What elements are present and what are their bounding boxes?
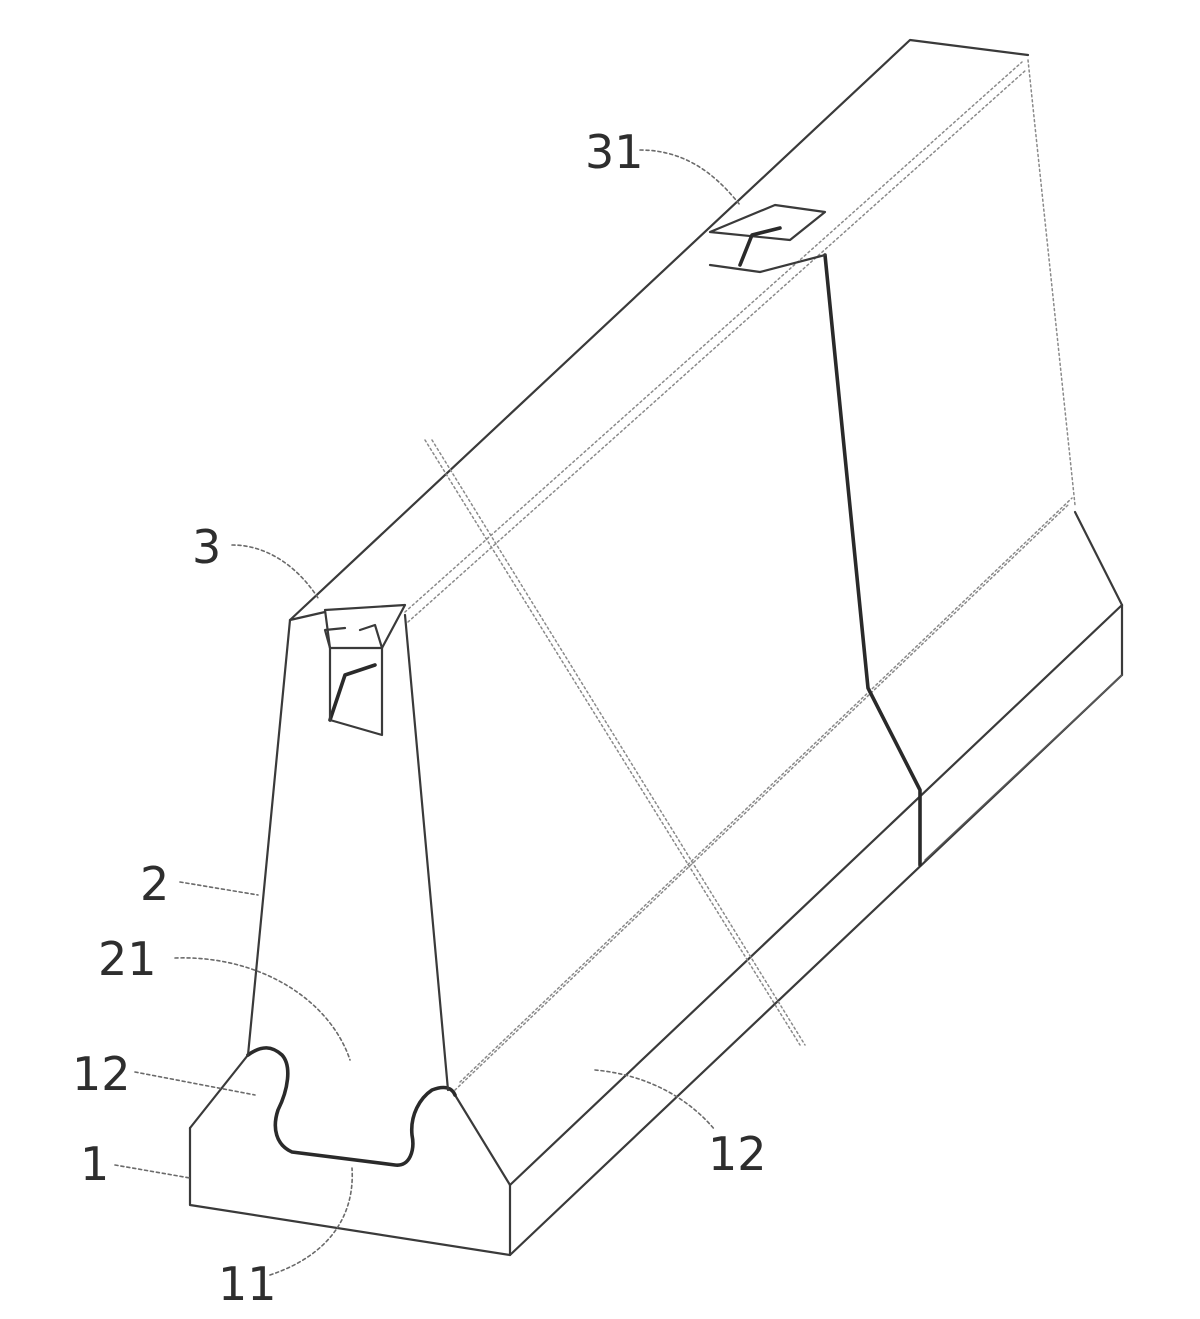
label-12-right: 12: [708, 1127, 767, 1181]
connector-31: [708, 203, 827, 274]
groove-profile: [246, 1046, 457, 1167]
label-12-left: 12: [72, 1047, 131, 1101]
leader-lines: [114, 149, 741, 1276]
upper-body: [246, 38, 1076, 1092]
label-11: 11: [218, 1257, 277, 1311]
label-21: 21: [98, 932, 157, 986]
base-block: [188, 497, 1124, 1257]
label-1: 1: [80, 1137, 109, 1191]
label-3: 3: [192, 520, 221, 574]
connector-3: [323, 603, 407, 737]
label-31: 31: [585, 125, 644, 179]
label-2: 2: [140, 857, 169, 911]
